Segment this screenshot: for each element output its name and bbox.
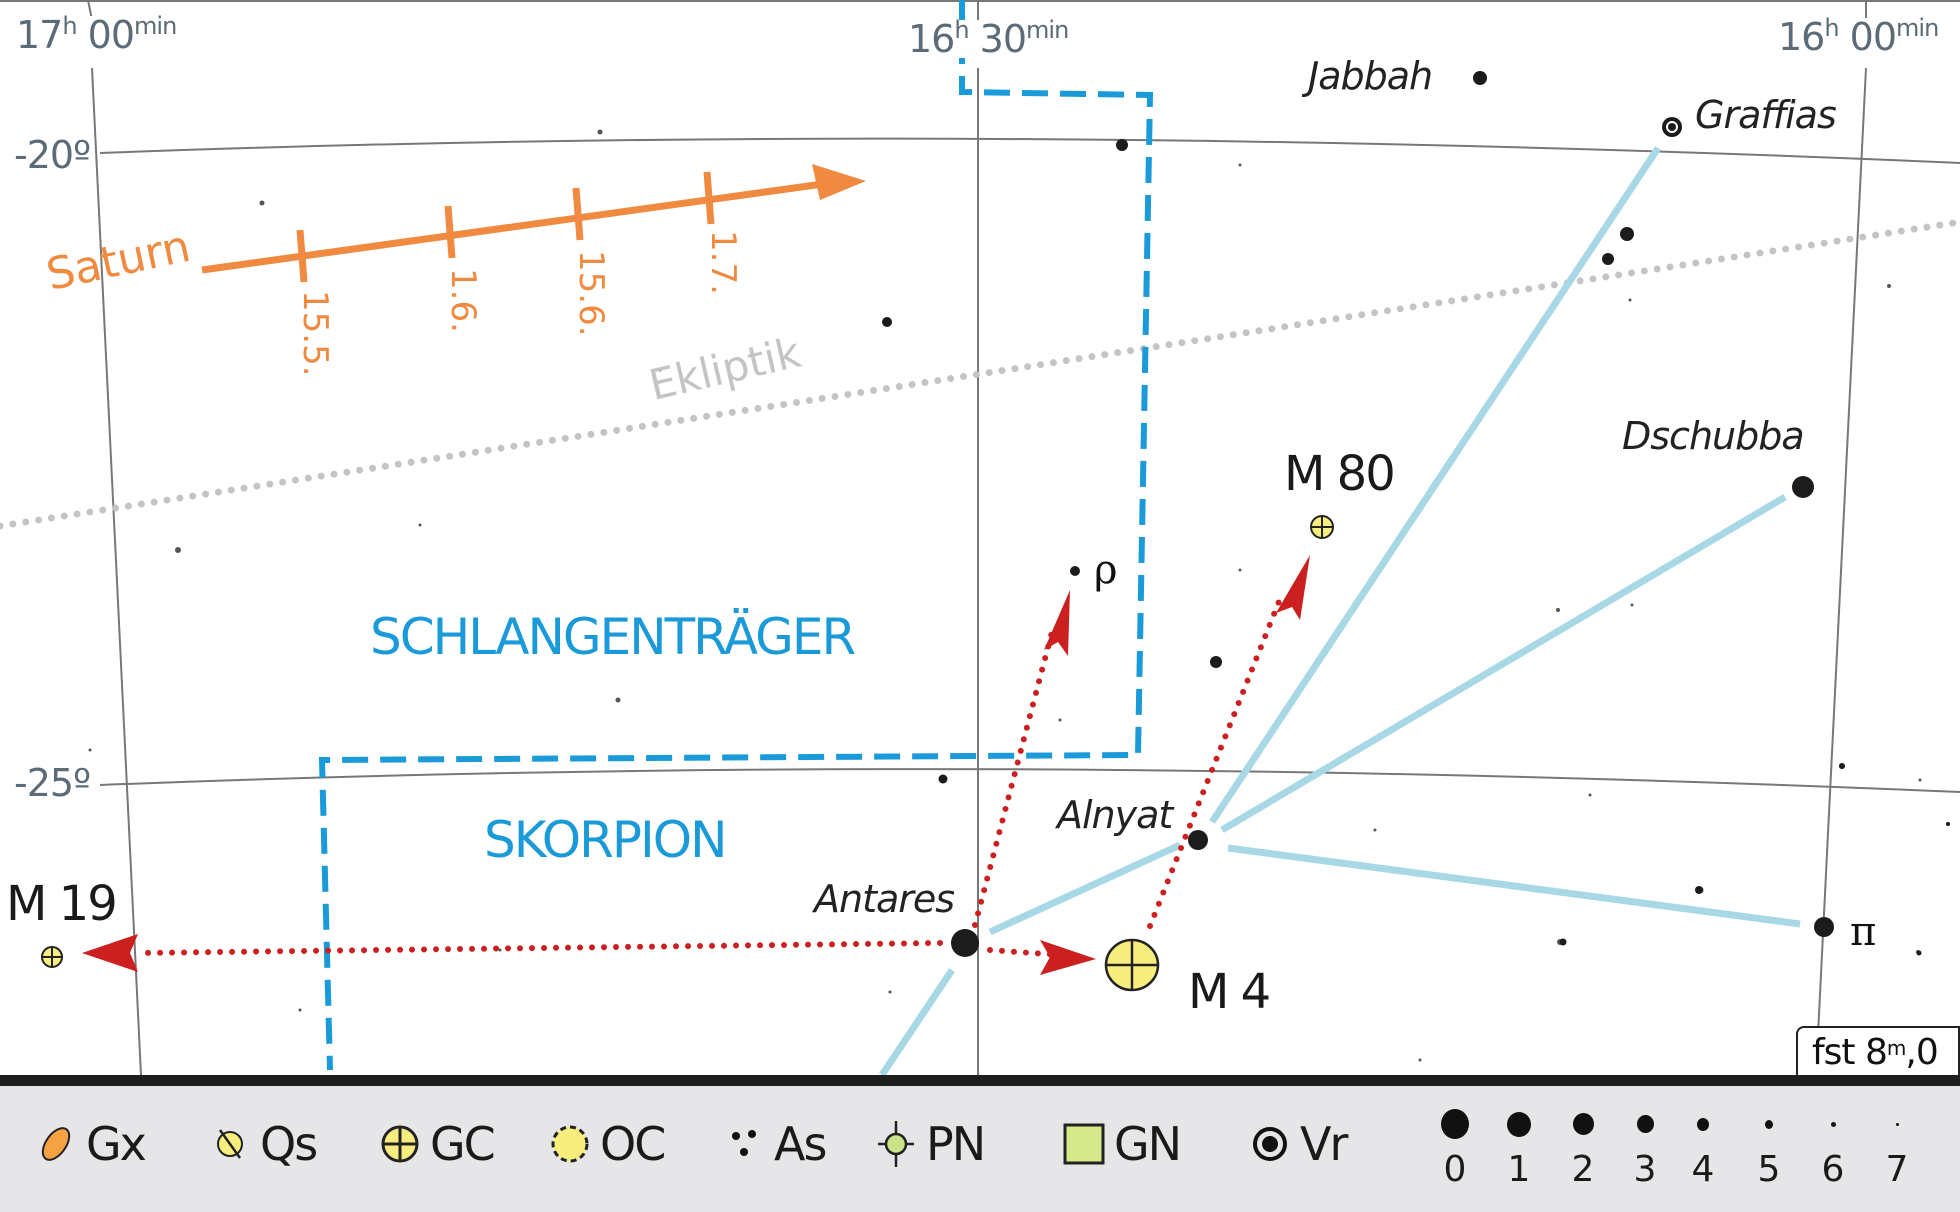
- magnitude-dot: [1507, 1111, 1531, 1137]
- magnitude-dot: [1697, 1117, 1709, 1131]
- planetary-nebula-icon: [874, 1121, 918, 1167]
- magnitude-label: 3: [1633, 1149, 1657, 1190]
- star-label-graffias: Graffias: [1695, 93, 1837, 137]
- dec-line-minus20: [99, 137, 1960, 164]
- star-label-alnyat: Alnyat: [1057, 793, 1173, 837]
- object-label-m19: M 19: [6, 876, 118, 932]
- dec-label-minus25: -25º: [10, 764, 94, 802]
- dec-label-minus20: -20º: [10, 136, 94, 174]
- star-pi: [1814, 917, 1834, 937]
- star-label-antares: Antares: [814, 877, 955, 921]
- magnitude-dot: [1572, 1113, 1594, 1135]
- galactic-nebula-icon: [1062, 1122, 1106, 1166]
- cluster-m80: [1310, 515, 1334, 539]
- magnitude-6: 6: [1808, 1104, 1858, 1188]
- magnitude-label: 5: [1757, 1149, 1781, 1190]
- legend-label-gx: Gx: [86, 1117, 147, 1171]
- chart-canvas: [0, 0, 1960, 1075]
- arrowhead-m4: [1040, 940, 1096, 975]
- galaxy-icon: [34, 1122, 78, 1166]
- star-rho: [1070, 566, 1080, 576]
- magnitude-5: 5: [1744, 1104, 1794, 1188]
- cluster-m4: [1104, 938, 1160, 992]
- open-cluster-icon: [548, 1122, 592, 1166]
- magnitude-label: 1: [1507, 1149, 1531, 1190]
- star-label-rho: ρ: [1094, 547, 1118, 593]
- quasar-icon: [208, 1122, 252, 1166]
- limiting-magnitude-box: fst 8m,0: [1796, 1026, 1960, 1075]
- star-label-dschubba: Dschubba: [1622, 414, 1805, 458]
- star-dschubba: [1792, 476, 1814, 498]
- star-jabbah: [1473, 71, 1487, 85]
- ra-label-16h00: 16h 00min: [1774, 16, 1943, 56]
- magnitude-1: 1: [1494, 1104, 1544, 1188]
- object-label-m4: M 4: [1188, 964, 1271, 1020]
- star-antares: [951, 929, 979, 957]
- magnitude-dot: [1765, 1119, 1773, 1129]
- bright-stars: [882, 71, 1950, 957]
- legend-label-qs: Qs: [260, 1117, 318, 1171]
- legend-label-gn: GN: [1114, 1117, 1182, 1171]
- saturn-date-1-6: 1.6.: [443, 268, 483, 333]
- legend-bar: Gx Qs GC OC As PN GN Vr 0 1 2 3 4 5 6 7: [0, 1086, 1960, 1212]
- magnitude-label: 7: [1885, 1149, 1909, 1190]
- legend-item-quasar: Qs: [208, 1116, 318, 1172]
- ra-label-17h00: 17h 00min: [12, 14, 181, 54]
- legend-item-globular-cluster: GC: [378, 1116, 496, 1172]
- arrowhead-m80: [1276, 555, 1310, 620]
- magnitude-3: 3: [1620, 1104, 1670, 1188]
- ra-label-16h30: 16h 30min: [904, 18, 1073, 58]
- saturn-arrowhead: [812, 164, 866, 200]
- magnitude-dot: [1441, 1109, 1469, 1139]
- star-graffias: [1662, 117, 1682, 137]
- magnitude-0: 0: [1430, 1104, 1480, 1188]
- star-chart: 17h 00min 16h 30min 16h 00min -20º -25º …: [0, 0, 1960, 1075]
- legend-divider: [0, 1075, 1960, 1086]
- legend-label-vr: Vr: [1300, 1117, 1348, 1171]
- magnitude-label: 4: [1691, 1149, 1715, 1190]
- legend-label-oc: OC: [600, 1117, 666, 1171]
- magnitude-dot: [1636, 1115, 1654, 1133]
- star-label-jabbah: Jabbah: [1308, 54, 1433, 98]
- constellation-ophiuchus: SCHLANGENTRÄGER: [370, 608, 856, 666]
- dec-line-minus25: [99, 768, 1960, 793]
- magnitude-7: 7: [1872, 1104, 1922, 1188]
- magnitude-dot: [1830, 1121, 1836, 1127]
- ra-line-16h00: [1815, 0, 1867, 1075]
- constellation-scorpius: SKORPION: [484, 811, 728, 869]
- asterism-icon: [722, 1122, 766, 1166]
- magnitude-label: 0: [1443, 1149, 1467, 1190]
- legend-item-variable-star: Vr: [1248, 1116, 1348, 1172]
- arrowhead-m19: [82, 934, 138, 972]
- legend-item-planetary-nebula: PN: [874, 1116, 986, 1172]
- object-label-m80: M 80: [1284, 446, 1396, 502]
- saturn-path: [201, 171, 831, 283]
- ecliptic-line: [0, 218, 1960, 530]
- saturn-date-1-7: 1.7.: [703, 230, 743, 295]
- legend-item-open-cluster: OC: [548, 1116, 666, 1172]
- legend-label-as: As: [774, 1117, 827, 1171]
- magnitude-label: 6: [1821, 1149, 1845, 1190]
- magnitude-4: 4: [1678, 1104, 1728, 1188]
- legend-item-asterism: As: [722, 1116, 827, 1172]
- legend-item-galactic-nebula: GN: [1062, 1116, 1182, 1172]
- star-alnyat: [1188, 830, 1208, 850]
- saturn-date-15-5: 15.5.: [295, 290, 335, 377]
- legend-item-galaxy: Gx: [34, 1116, 147, 1172]
- magnitude-dot: [1895, 1122, 1899, 1126]
- cluster-m19: [41, 946, 63, 968]
- legend-label-gc: GC: [430, 1117, 496, 1171]
- variable-star-icon: [1248, 1122, 1292, 1166]
- magnitude-label: 2: [1571, 1149, 1595, 1190]
- constellation-lines: [879, 146, 1801, 1075]
- constellation-boundary: [318, 0, 1154, 1071]
- arrowhead-rho: [1044, 590, 1070, 656]
- saturn-date-15-6: 15.6.: [571, 250, 611, 337]
- star-label-pi: π: [1850, 909, 1877, 955]
- globular-cluster-icon: [378, 1122, 422, 1166]
- magnitude-2: 2: [1558, 1104, 1608, 1188]
- legend-label-pn: PN: [926, 1117, 986, 1171]
